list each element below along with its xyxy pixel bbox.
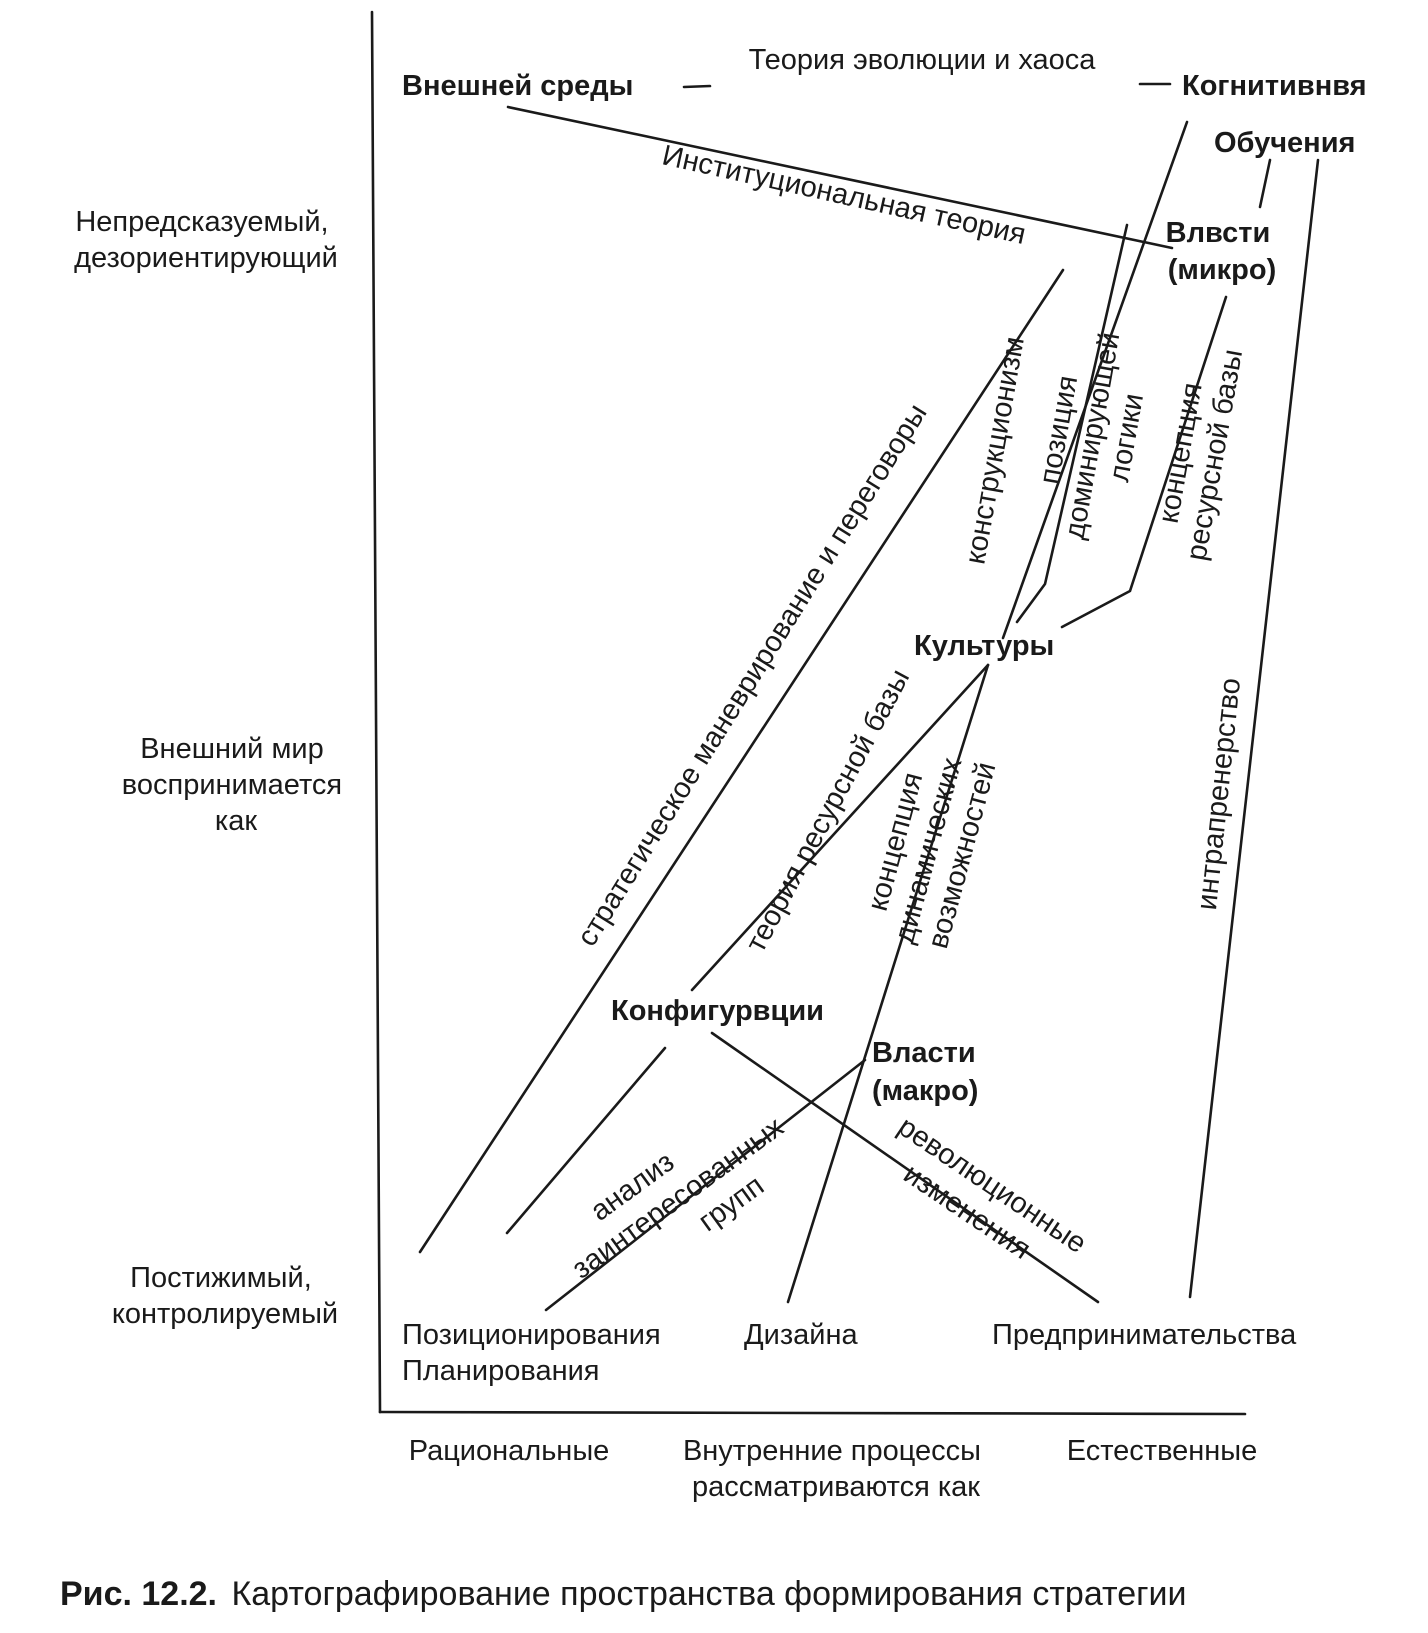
cognitive-culture-line <box>1001 120 1189 640</box>
node-positioning: Позиционирования <box>402 1319 661 1351</box>
figure-caption: Рис. 12.2. Картографирование пространств… <box>60 1575 1187 1613</box>
vertical-axis <box>370 10 382 1414</box>
node-power-macro: Власти (макро) <box>872 1037 984 1107</box>
theory-stakeholder-analysis: анализ заинтересованных групп <box>545 1077 817 1314</box>
node-configuration: Конфигурвции <box>611 995 824 1027</box>
institutional-line <box>506 105 1174 250</box>
y-axis-bottom-label: Постижимый, контролируемый <box>112 1262 338 1330</box>
node-external-environment: Внешней среды <box>402 70 633 102</box>
resource-base-concept-line <box>1060 295 1228 629</box>
theory-revolutionary-change: революционные изменения <box>872 1111 1099 1295</box>
theory-institutional: Институциональная теория <box>659 139 1028 251</box>
y-axis-middle-label: Внешний мир воспринимается как <box>122 733 350 837</box>
learning-intrapreneurship-line <box>1188 158 1320 1299</box>
theory-dominant-logic: позиция доминирующей логики <box>1025 316 1161 547</box>
strategic-maneuvering-line <box>418 268 1065 1254</box>
theory-intrapreneurship: интрапренерство <box>1191 677 1247 912</box>
evolution-chaos-line-left <box>682 84 712 89</box>
x-axis-middle-label: Внутренние процессы рассматриваются как <box>683 1435 989 1503</box>
dynamic-capabilities-line <box>786 663 990 1304</box>
configuration-planning-line <box>505 1046 667 1235</box>
node-design: Дизайна <box>744 1319 858 1351</box>
learning-power-micro-link <box>1258 158 1272 209</box>
node-learning: Обучения <box>1214 127 1355 159</box>
theory-constructionism: конструкционизм <box>959 334 1031 566</box>
theory-resource-base-concept: концепция ресурсной базы <box>1147 341 1249 563</box>
node-planning: Планирования <box>402 1355 600 1387</box>
revolutionary-change-line <box>710 1031 1100 1304</box>
x-axis-left-label: Рациональные <box>409 1435 610 1467</box>
caption-number: Рис. 12.2. <box>60 1575 217 1613</box>
resource-base-theory-line <box>690 663 990 992</box>
node-cognitive: Когнитивнвя <box>1182 70 1367 102</box>
caption-text: Картографирование пространства формирова… <box>231 1575 1186 1613</box>
dominant-logic-line <box>1015 223 1129 624</box>
node-entrepreneurship: Предпринимательства <box>992 1319 1297 1351</box>
x-axis-right-label: Естественные <box>1067 1435 1258 1467</box>
y-axis-top-label: Непредсказуемый, дезориентирующий <box>74 206 338 274</box>
horizontal-axis <box>378 1410 1247 1416</box>
node-power-micro: Влвсти (микро) <box>1166 217 1279 286</box>
theory-dynamic-capabilities: концепция динамических возможностей <box>855 738 1003 956</box>
node-culture: Культуры <box>914 630 1054 662</box>
theory-evolution-chaos: Теория эволюции и хаоса <box>749 44 1097 76</box>
